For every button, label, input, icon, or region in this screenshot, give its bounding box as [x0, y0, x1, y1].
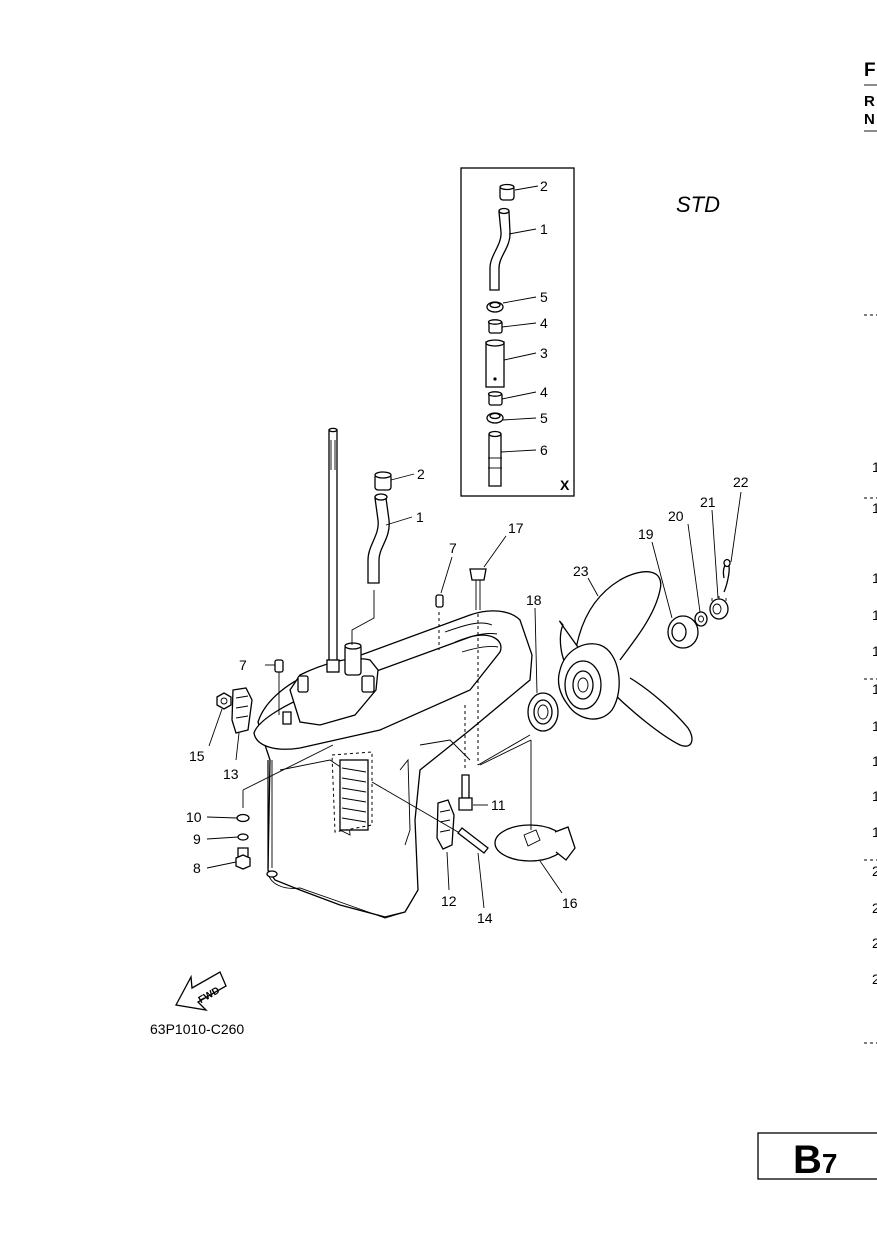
header-letter-f: F — [864, 60, 876, 81]
intake-grille — [339, 759, 369, 831]
right-col-item: 1 — [872, 643, 877, 659]
part-15-nut — [216, 692, 232, 710]
right-col-item: 1 — [872, 718, 877, 734]
callout-inset-2: 2 — [540, 178, 548, 194]
part-18-thrust-washer — [527, 692, 559, 732]
callout-20: 20 — [668, 508, 684, 524]
callout-12: 12 — [441, 893, 457, 909]
right-col-item: 1 — [872, 459, 877, 475]
part-22-cotter-pin — [722, 558, 731, 593]
callout-10: 10 — [186, 809, 202, 825]
callout-inset-1: 1 — [540, 221, 548, 237]
right-col-item: 1 — [872, 824, 877, 840]
callout-8: 8 — [193, 860, 201, 876]
right-col-item: 2 — [872, 863, 877, 879]
header-right-letters: F R N — [864, 60, 877, 132]
callout-9: 9 — [193, 831, 201, 847]
part-13-bracket — [231, 687, 253, 734]
callout-inset-5b: 5 — [540, 410, 548, 426]
right-col-item: 1 — [872, 570, 877, 586]
inset-view-marker: X — [560, 477, 570, 493]
lower-unit-assembly — [216, 427, 731, 919]
right-col-item: 2 — [872, 971, 877, 987]
callout-inset-5a: 5 — [540, 289, 548, 305]
callout-2: 2 — [417, 466, 425, 482]
right-col-item: 1 — [872, 500, 877, 516]
right-col-item: 1 — [872, 607, 877, 623]
callout-23: 23 — [573, 563, 589, 579]
callout-17: 17 — [508, 520, 524, 536]
std-label: STD — [676, 192, 720, 217]
callout-inset-4a: 4 — [540, 315, 548, 331]
callout-inset-6: 6 — [540, 442, 548, 458]
callout-16: 16 — [562, 895, 578, 911]
right-col-item: 1 — [872, 788, 877, 804]
callout-21: 21 — [700, 494, 716, 510]
header-letter-r: R — [864, 93, 875, 110]
fwd-direction-arrow: FWD — [174, 971, 227, 1011]
callout-7-left: 7 — [239, 657, 247, 673]
callout-22: 22 — [733, 474, 749, 490]
callout-19: 19 — [638, 526, 654, 542]
right-col-item: 1 — [872, 681, 877, 697]
main-callouts: 2 1 7 17 7 22 20 21 19 23 18 15 13 10 11… — [186, 466, 749, 926]
drawing-code: 63P1010-C260 — [150, 1021, 244, 1037]
right-col-item: 2 — [872, 935, 877, 951]
part-21-castle-nut — [709, 596, 729, 620]
right-col-item: 1 — [872, 753, 877, 769]
header-letter-n: N — [864, 111, 875, 128]
page-badge: B7 — [757, 1132, 877, 1182]
page-badge-text: B7 — [793, 1138, 837, 1182]
callout-13: 13 — [223, 766, 239, 782]
part-16-anode — [494, 740, 576, 862]
right-column-fragment: 1 1 1 1 1 1 1 1 1 1 2 2 2 2 — [864, 314, 877, 1044]
part-19-spacer — [667, 615, 699, 649]
callout-11: 11 — [491, 797, 506, 813]
callout-15: 15 — [189, 748, 205, 764]
bolt-11 — [458, 705, 473, 811]
callout-1: 1 — [416, 509, 424, 525]
callout-7-top: 7 — [449, 540, 457, 556]
bolt-17 — [469, 568, 531, 766]
callout-14: 14 — [477, 910, 493, 926]
inset-detail-box: 2 1 5 4 3 4 5 6 X — [460, 167, 575, 497]
right-col-item: 2 — [872, 900, 877, 916]
bolt-14 — [371, 781, 489, 854]
main-leader-lines — [206, 473, 742, 909]
callout-inset-3: 3 — [540, 345, 548, 361]
callout-18: 18 — [526, 592, 542, 608]
part-23-propeller — [557, 571, 693, 747]
callout-inset-4b: 4 — [540, 384, 548, 400]
